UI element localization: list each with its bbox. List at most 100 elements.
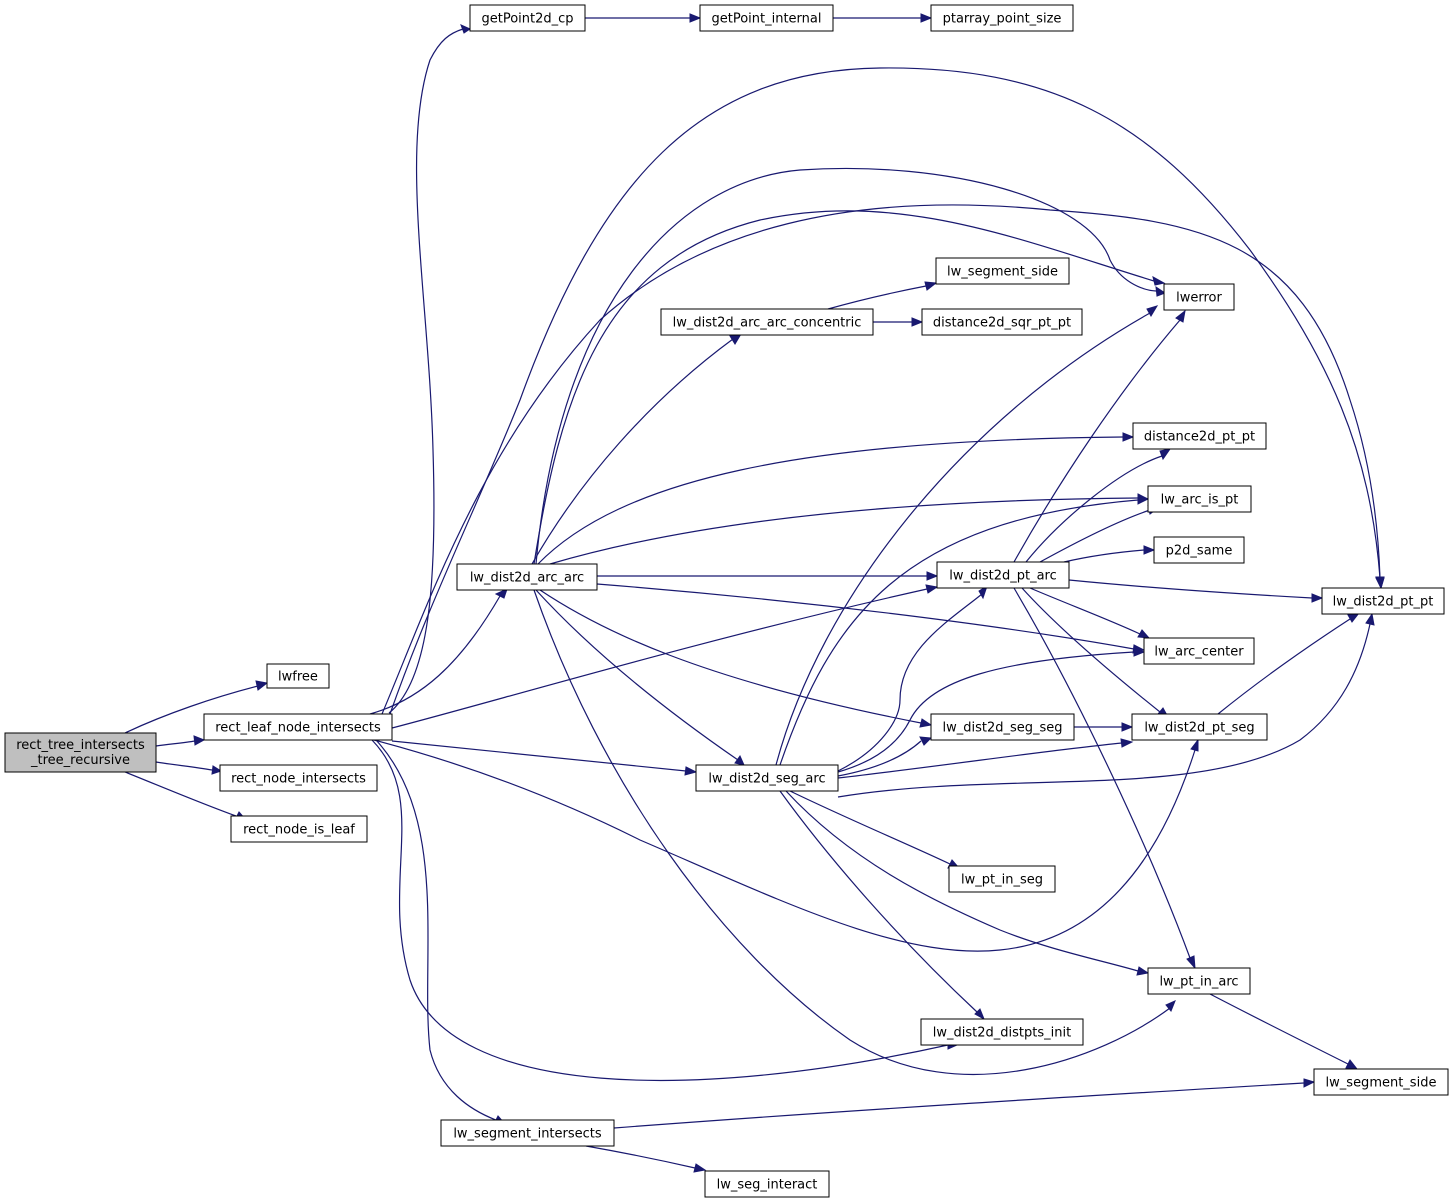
node-label: lw_segment_intersects (453, 1127, 602, 1142)
call-edge-line (837, 623, 1371, 798)
node-box (1153, 536, 1245, 564)
node-box (936, 561, 1070, 589)
call-edge (124, 680, 269, 734)
call-edge (1063, 545, 1156, 563)
node-label: lw_arc_center (1154, 645, 1244, 660)
call-edge (837, 738, 1134, 779)
call-edge-line (533, 210, 1155, 565)
call-edge-arrowhead (911, 317, 924, 327)
call-edge-line (373, 739, 1196, 952)
call-edge-line (369, 595, 501, 715)
node-lw-pt-in-arc[interactable]: lw_pt_in_arc (1147, 967, 1251, 995)
node-label: getPoint_internal (711, 12, 821, 27)
node-rect-node-is-leaf[interactable]: rect_node_is_leaf (230, 815, 368, 843)
node-lw-pt-in-seg[interactable]: lw_pt_in_seg (948, 865, 1056, 893)
node-lwfree[interactable]: lwfree (266, 663, 330, 689)
node-label: lw_dist2d_seg_arc (708, 772, 825, 787)
node-distance2d-pt-pt[interactable]: distance2d_pt_pt (1132, 422, 1267, 450)
node-lw-arc-is-pt[interactable]: lw_arc_is_pt (1147, 485, 1252, 513)
node-label: lw_dist2d_pt_pt (1333, 595, 1434, 610)
node-box (1163, 283, 1235, 311)
call-edge-line (381, 204, 1381, 715)
node-box (1132, 422, 1267, 450)
call-edge-line (779, 790, 978, 1013)
node-lwerror[interactable]: lwerror (1163, 283, 1235, 311)
call-edge (371, 739, 959, 1081)
call-edge-line (827, 285, 927, 310)
call-edge-line (371, 739, 949, 1081)
call-edge (381, 204, 1385, 715)
call-edge-arrowhead (920, 13, 933, 23)
node-lw-segment-side-bottom[interactable]: lw_segment_side (1313, 1068, 1449, 1096)
call-edge (785, 790, 1150, 976)
node-label: lw_dist2d_seg_seg (942, 721, 1062, 736)
node-box (921, 308, 1083, 336)
call-edge (789, 790, 961, 869)
call-edge-arrowhead (1133, 647, 1146, 657)
call-edge-arrowhead (1175, 309, 1186, 323)
node-box (1143, 637, 1255, 665)
node-ptarray-point-size[interactable]: ptarray_point_size (930, 4, 1074, 32)
node-box (695, 764, 839, 792)
node-lw-dist2d-arc-arc-concentric[interactable]: lw_dist2d_arc_arc_concentric (660, 308, 874, 336)
call-edge-arrowhead (1155, 285, 1167, 297)
call-edge-arrowhead (919, 736, 933, 746)
node-box (1313, 1068, 1449, 1096)
call-edge-line (585, 1145, 696, 1169)
call-edge-line (1025, 455, 1163, 563)
node-lw-segment-side-top[interactable]: lw_segment_side (935, 257, 1070, 285)
node-lw-arc-center[interactable]: lw_arc_center (1143, 637, 1255, 665)
call-edge-arrowhead (1143, 545, 1156, 555)
node-box (930, 4, 1074, 32)
call-edge-line (837, 593, 983, 772)
call-edge-arrowhead (693, 1163, 707, 1173)
node-label: rect_node_is_leaf (243, 823, 355, 838)
call-edge-arrowhead (1136, 966, 1150, 976)
node-rect-leaf-node-intersects[interactable]: rect_leaf_node_intersects (203, 713, 393, 741)
call-edge-line (1013, 319, 1181, 563)
call-edge-line (1217, 618, 1351, 715)
call-edge (1073, 722, 1134, 732)
node-label: lw_dist2d_pt_seg (1144, 721, 1254, 736)
call-edge-arrowhead (1137, 495, 1150, 505)
node-lw-dist2d-pt-arc[interactable]: lw_dist2d_pt_arc (936, 561, 1070, 589)
node-distance2d-sqr-pt-pt[interactable]: distance2d_sqr_pt_pt (921, 308, 1083, 336)
node-getPoint-internal[interactable]: getPoint_internal (699, 4, 834, 32)
node-lw-dist2d-pt-pt[interactable]: lw_dist2d_pt_pt (1321, 587, 1445, 615)
call-edge-arrowhead (1121, 722, 1134, 732)
call-edge (539, 589, 933, 728)
node-lw-dist2d-arc-arc[interactable]: lw_dist2d_arc_arc (456, 563, 598, 591)
call-edge-arrowhead (211, 765, 223, 775)
node-box (219, 764, 378, 792)
call-edge-arrowhead (1186, 955, 1196, 970)
call-edge-line (388, 28, 464, 714)
call-edge-line (549, 497, 1139, 565)
node-getPoint2d-cp[interactable]: getPoint2d_cp (469, 4, 586, 32)
call-edge-arrowhead (1146, 305, 1159, 317)
call-edge-arrowhead (1311, 593, 1324, 603)
call-edge-arrowhead (1152, 276, 1166, 286)
node-label: getPoint2d_cp (481, 12, 573, 27)
call-edge-line (1013, 587, 1191, 959)
call-edge-line (155, 740, 196, 747)
node-p2d-same[interactable]: p2d_same (1153, 536, 1245, 564)
call-edge (596, 583, 1146, 654)
node-lw-segment-intersects[interactable]: lw_segment_intersects (440, 1119, 615, 1147)
node-rect-node-intersects[interactable]: rect_node_intersects (219, 764, 378, 792)
node-lw-seg-interact[interactable]: lw_seg_interact (704, 1170, 830, 1198)
call-edge (597, 571, 939, 581)
call-edge-line (531, 338, 734, 565)
call-edge-line (537, 436, 1124, 565)
node-lw-dist2d-seg-arc[interactable]: lw_dist2d_seg_arc (695, 764, 839, 792)
call-edge-arrowhead (926, 571, 939, 581)
node-box (1321, 587, 1445, 615)
node-lw-dist2d-distpts-init[interactable]: lw_dist2d_distpts_init (920, 1018, 1084, 1046)
call-edge (837, 647, 1146, 773)
node-box (920, 1018, 1084, 1046)
node-box (948, 865, 1056, 893)
node-rect-tree-intersects-tree-recursive[interactable]: rect_tree_intersects _tree_recursive (4, 732, 157, 773)
node-lw-dist2d-seg-seg[interactable]: lw_dist2d_seg_seg (930, 713, 1075, 741)
node-label: p2d_same (1166, 544, 1233, 559)
call-edge (388, 24, 472, 714)
node-lw-dist2d-pt-seg[interactable]: lw_dist2d_pt_seg (1131, 713, 1268, 741)
